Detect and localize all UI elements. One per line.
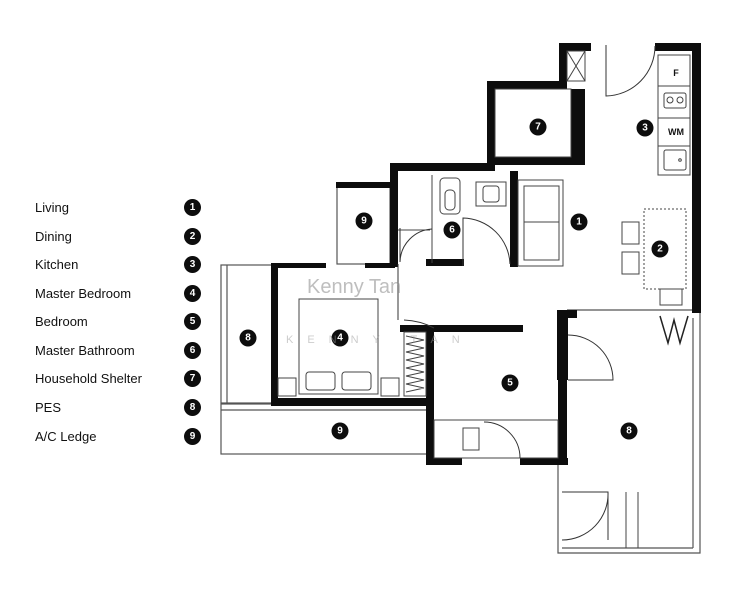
svg-text:9: 9: [361, 216, 367, 227]
legend-number-badge: 4: [184, 285, 201, 302]
legend-item-pes: PES 8: [35, 398, 205, 418]
washing-machine-label: WM: [668, 127, 684, 137]
room-tag-master-bedroom: 4: [331, 329, 349, 347]
room-tag-living: 1: [570, 213, 588, 231]
watermark: Kenny Tan: [307, 276, 401, 298]
watermark-faint: KENNY TAN: [286, 334, 474, 346]
legend-label: Kitchen: [35, 257, 79, 272]
svg-text:8: 8: [245, 333, 251, 344]
room-tag-kitchen: 3: [636, 119, 654, 137]
svg-text:9: 9: [337, 426, 343, 437]
svg-text:4: 4: [337, 333, 343, 344]
room-tag-pes-left: 8: [239, 329, 257, 347]
legend-item-bedroom: Bedroom 5: [35, 312, 205, 332]
fridge-label: F: [673, 68, 679, 78]
room-tag-master-bathroom: 6: [443, 221, 461, 239]
room-tag-pes-right: 8: [620, 422, 638, 440]
ac-ledge-bottom: [220, 403, 428, 455]
room-tag-ac-ledge-bottom: 9: [331, 422, 349, 440]
room-tag-dining: 2: [651, 240, 669, 258]
legend: Living 1 Dining 2 Kitchen 3 Master Bedro…: [0, 0, 220, 600]
svg-text:3: 3: [642, 123, 648, 134]
legend-number-badge: 7: [184, 370, 201, 387]
legend-item-ac-ledge: A/C Ledge 9: [35, 427, 205, 447]
legend-number-badge: 5: [184, 313, 201, 330]
svg-text:6: 6: [449, 225, 455, 236]
window-marker: [659, 315, 689, 346]
room-tag-bedroom: 5: [501, 374, 519, 392]
legend-label: Master Bathroom: [35, 343, 135, 358]
legend-item-living: Living 1: [35, 198, 205, 218]
legend-item-dining: Dining 2: [35, 227, 205, 247]
legend-label: Living: [35, 200, 69, 215]
room-tag-ac-ledge-top: 9: [355, 212, 373, 230]
svg-text:1: 1: [576, 217, 582, 228]
legend-number-badge: 8: [184, 399, 201, 416]
legend-number-badge: 3: [184, 256, 201, 273]
walls: [271, 43, 701, 465]
legend-label: Dining: [35, 229, 72, 244]
pes-right: [557, 309, 701, 554]
room-tag-household-shelter: 7: [529, 118, 547, 136]
svg-text:8: 8: [626, 426, 632, 437]
legend-item-household-shelter: Household Shelter 7: [35, 369, 205, 389]
interior-lines: [277, 50, 691, 548]
svg-text:2: 2: [657, 244, 663, 255]
legend-item-kitchen: Kitchen 3: [35, 255, 205, 275]
svg-text:7: 7: [535, 122, 541, 133]
legend-number-badge: 9: [184, 428, 201, 445]
legend-number-badge: 2: [184, 228, 201, 245]
legend-label: PES: [35, 400, 62, 415]
legend-label: Bedroom: [35, 314, 88, 329]
svg-text:5: 5: [507, 378, 513, 389]
legend-label: A/C Ledge: [35, 429, 97, 444]
legend-number-badge: 1: [184, 199, 201, 216]
legend-item-master-bathroom: Master Bathroom 6: [35, 341, 205, 361]
legend-label: Master Bedroom: [35, 286, 132, 301]
legend-item-master-bedroom: Master Bedroom 4: [35, 284, 205, 304]
legend-number-badge: 6: [184, 342, 201, 359]
doors: [397, 45, 656, 541]
legend-label: Household Shelter: [35, 371, 142, 386]
